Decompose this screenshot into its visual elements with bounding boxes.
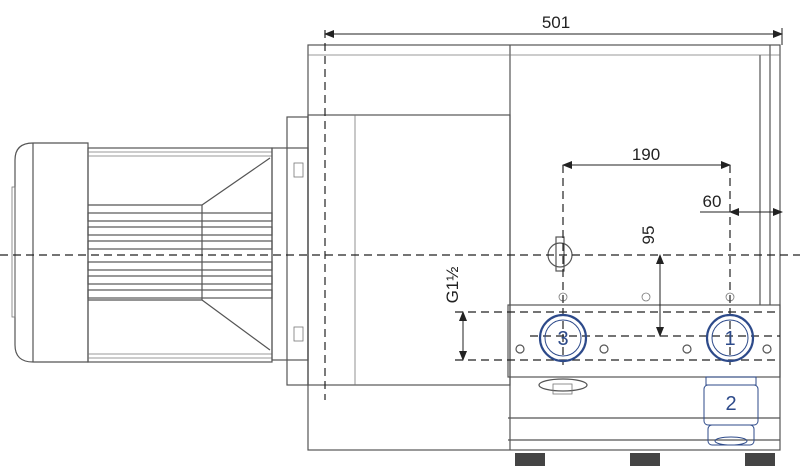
bolt-icon: [293, 326, 304, 342]
dimension-501: 501: [324, 13, 783, 45]
feet: [515, 453, 775, 466]
cooling-fins: [87, 212, 273, 299]
motor-body: [87, 147, 273, 363]
dimension-label: 60: [703, 192, 722, 211]
valve-knob: [547, 236, 573, 272]
port-3: 3: [538, 313, 588, 363]
bolt-icon: [293, 162, 304, 178]
fan-cover: [14, 142, 89, 363]
dimension-label: 95: [639, 226, 658, 245]
dimension-label: G1½: [443, 267, 462, 304]
port-1: 1: [705, 313, 755, 363]
port-3-label: 3: [557, 328, 568, 350]
drain-plug: [538, 378, 588, 392]
dimension-190: 190: [562, 145, 731, 169]
port-1-label: 1: [724, 328, 735, 350]
dimension-95: 95: [639, 226, 664, 337]
port-2-label: 2: [725, 393, 736, 415]
port-block: [507, 304, 781, 378]
port-2: 2: [703, 376, 759, 446]
dimension-thread: G1½: [443, 267, 467, 361]
motor: [11, 116, 309, 386]
pump-body: [307, 44, 781, 466]
cover-plate: [307, 114, 511, 386]
dimension-label: 190: [632, 145, 660, 164]
dimension-label: 501: [542, 13, 570, 32]
dimension-60: 60: [700, 192, 783, 216]
